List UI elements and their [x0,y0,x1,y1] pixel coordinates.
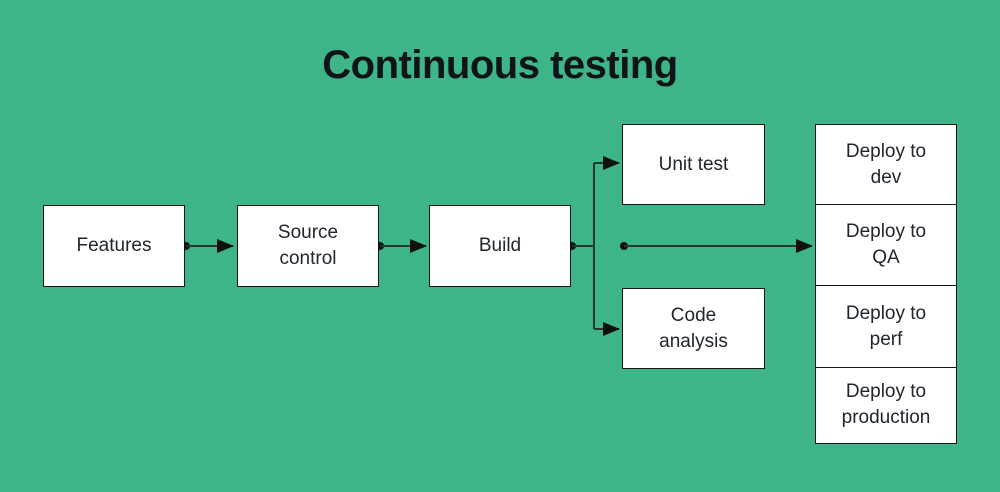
node-features: Features [43,205,185,287]
connector-build-branch [568,156,620,336]
node-deploy-qa: Deploy to QA [815,203,957,287]
connector-to-deploy-qa [620,239,813,253]
node-deploy-perf: Deploy to perf [815,285,957,368]
node-code-analysis: Code analysis [622,288,765,369]
node-deploy-production: Deploy to production [815,366,957,444]
node-build: Build [429,205,571,287]
diagram-title: Continuous testing [322,43,678,87]
node-deploy-dev: Deploy to dev [815,124,957,205]
node-source-control: Source control [237,205,379,287]
node-unit-test: Unit test [622,124,765,205]
connector-source-control-to-build [376,239,427,253]
connector-features-to-source-control [182,239,234,253]
